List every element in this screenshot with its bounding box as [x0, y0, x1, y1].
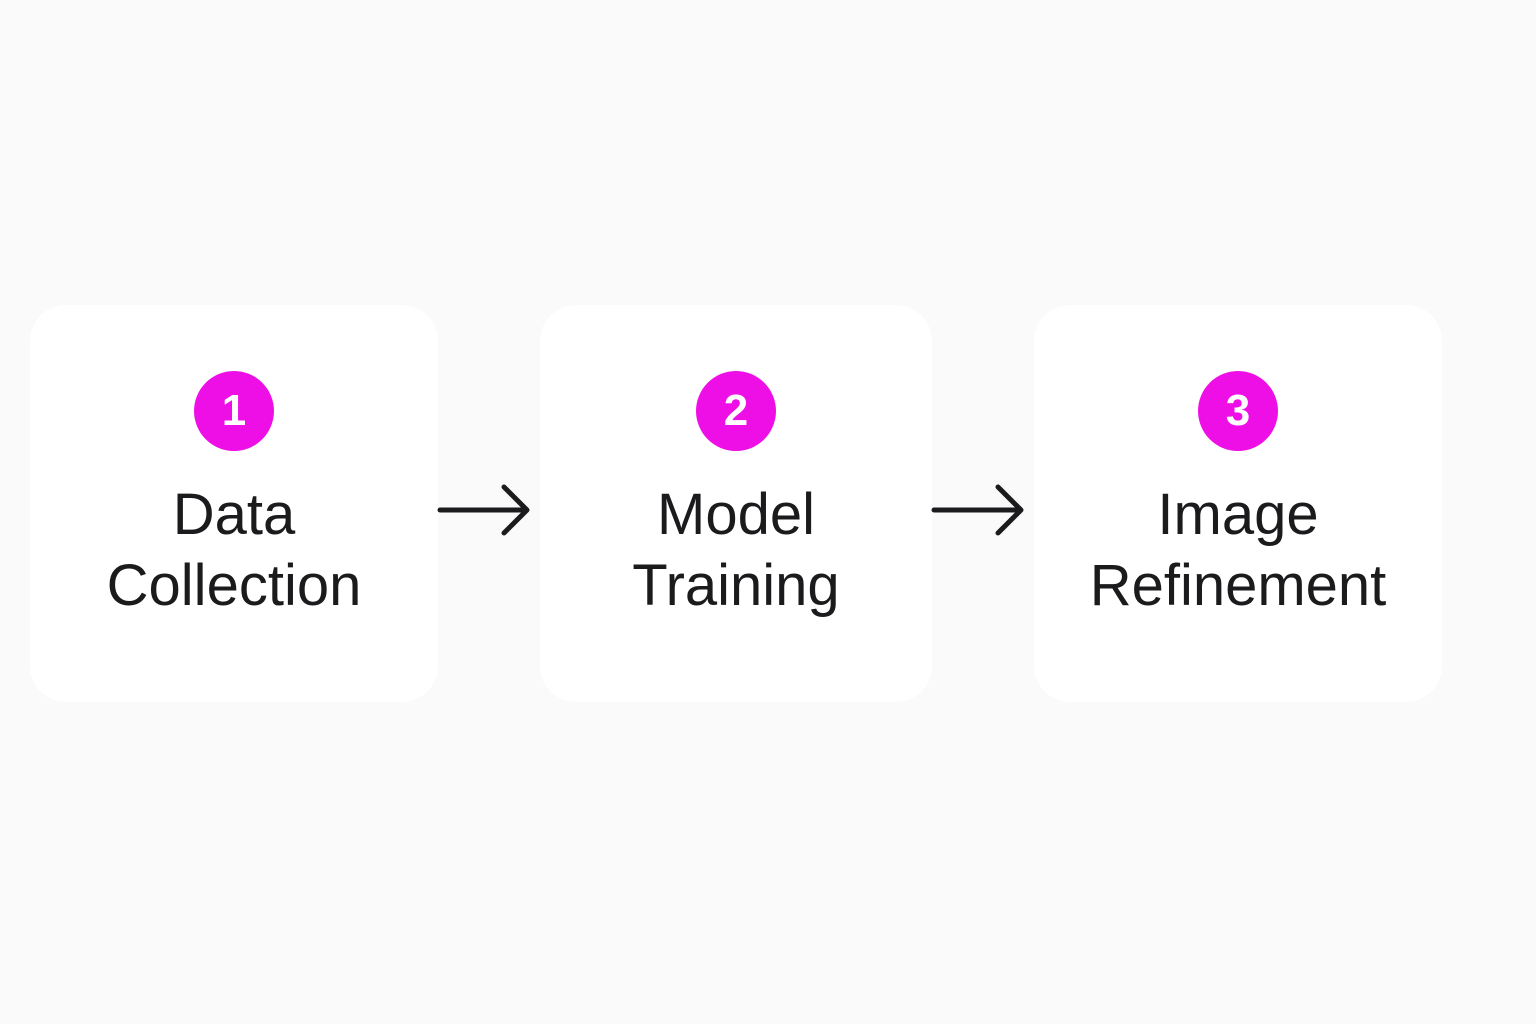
step-label: Image Refinement — [1034, 479, 1442, 621]
step-label-line-1: Data — [172, 482, 296, 547]
step-number-badge: 2 — [696, 371, 776, 451]
step-label-line-1: Model — [657, 482, 815, 547]
step-label: Data Collection — [30, 479, 438, 621]
step-card-image-refinement: 3 Image Refinement — [1034, 305, 1442, 702]
step-number-badge: 3 — [1198, 371, 1278, 451]
step-label: Model Training — [540, 479, 932, 621]
step-label-line-1: Image — [1157, 482, 1319, 547]
step-card-data-collection: 1 Data Collection — [30, 305, 438, 702]
arrow-right-icon — [437, 484, 530, 536]
step-label-line-2: Collection — [106, 553, 362, 618]
step-label-line-2: Refinement — [1089, 553, 1387, 618]
step-number-badge: 1 — [194, 371, 274, 451]
arrow-right-icon — [931, 484, 1024, 536]
step-card-model-training: 2 Model Training — [540, 305, 932, 702]
step-label-line-2: Training — [632, 553, 840, 618]
